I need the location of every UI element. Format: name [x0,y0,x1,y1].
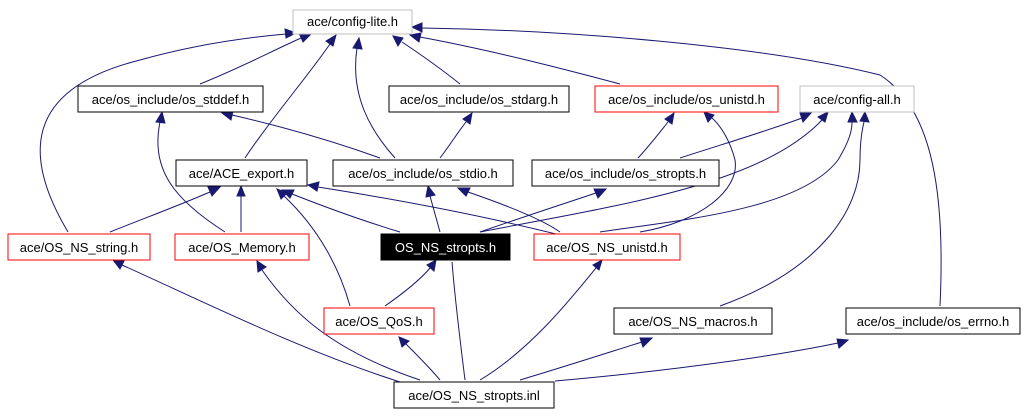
node-os-unistd-include[interactable]: ace/os_include/os_unistd.h [594,85,779,113]
edge-os-ns-stropts-inl-to-os-ns-string [121,264,401,383]
node-os-memory[interactable]: ace/OS_Memory.h [174,233,310,261]
node-label: ace/OS_Memory.h [188,240,295,255]
edge-os-ns-unistd-to-ace-export [317,186,561,236]
dependency-edges [39,22,942,383]
node-os-ns-stropts-inl[interactable]: ace/OS_NS_stropts.inl [393,381,555,409]
node-label: ace/os_include/os_errno.h [857,314,1010,329]
arrowhead [306,181,320,192]
arrowhead [284,28,298,39]
node-os-stropts-include[interactable]: ace/os_include/os_stropts.h [531,159,720,187]
node-label: OS_NS_stropts.h [395,240,496,255]
arrowhead [398,336,410,348]
node-os-stdio[interactable]: ace/os_include/os_stdio.h [332,159,514,187]
edge-os-qos-to-ace-export [283,195,351,307]
node-os-errno[interactable]: ace/os_include/os_errno.h [845,307,1021,335]
node-os-stddef[interactable]: ace/os_include/os_stddef.h [77,85,264,113]
arrowhead [425,184,436,198]
node-label: ace/os_include/os_stddef.h [92,92,250,107]
edge-os-stdio-to-os-stddef [231,114,381,159]
edge-os-unistd-inc-to-config-lite [419,36,621,85]
edge-os-errno-to-config-lite [421,27,942,307]
arrowhead [462,111,473,125]
edge-os-stdio-to-config-lite [355,47,396,159]
node-label: ace/OS_NS_string.h [20,240,139,255]
node-label: ace/OS_QoS.h [335,314,422,329]
node-label: ace/os_include/os_stdio.h [348,166,498,181]
arrowhead [859,110,870,123]
arrowhead [408,32,422,43]
edge-os-stddef-to-config-lite [199,37,302,85]
edge-ace-export-to-config-lite [244,43,331,159]
arrowhead [664,111,675,125]
edge-os-ns-stropts-inl-to-os-ns-macros [519,341,643,381]
edge-os-ns-stropts-inl-to-os-ns-unistd [479,267,597,381]
arrowhead [836,338,850,349]
node-os-stdarg[interactable]: ace/os_include/os_stdarg.h [388,85,570,113]
edge-os-ns-stropts-to-config-all [479,119,823,233]
node-label: ace/config-all.h [813,92,900,107]
edge-os-memory-to-os-stddef [157,121,226,233]
node-label: ace/os_include/os_unistd.h [608,92,765,107]
edge-os-ns-stropts-inl-to-os-ns-stropts [451,261,466,381]
edge-os-ns-unistd-to-os-stdio [467,191,561,233]
arrowhead [256,260,267,273]
arrowhead [847,110,858,123]
edge-os-ns-stropts-inl-to-os-qos [405,343,441,381]
edge-os-ns-string-to-ace-export [109,191,211,233]
arrowhead [593,188,608,199]
arrowhead [410,22,423,33]
arrowhead [456,187,471,197]
node-config-lite[interactable]: ace/config-lite.h [292,9,413,35]
node-label: ace/OS_NS_macros.h [628,314,757,329]
arrowhead [426,259,437,272]
edge-os-ns-stropts-to-ace-export [291,193,401,233]
edge-os-ns-stropts-to-os-stdio [429,195,441,233]
edge-os-ns-unistd-to-config-all [599,121,853,233]
arrowhead [392,35,404,48]
edge-os-ns-string-to-config-lite [39,33,287,233]
node-os-ns-unistd[interactable]: ace/OS_NS_unistd.h [533,233,681,261]
node-label: ace/config-lite.h [307,14,398,29]
arrowhead [639,337,654,348]
node-os-ns-string[interactable]: ace/OS_NS_string.h [7,233,151,261]
file-nodes: ace/config-lite.h ace/os_include/os_stdd… [7,9,1021,409]
node-ace-export[interactable]: ace/ACE_export.h [175,159,308,187]
edge-os-stropts-inc-to-config-all [679,117,803,159]
node-os-ns-stropts-current[interactable]: OS_NS_stropts.h [380,233,511,261]
node-label: ace/OS_NS_stropts.inl [408,388,540,403]
edge-os-ns-stropts-inl-to-os-memory [261,269,421,381]
node-label: ace/OS_NS_unistd.h [546,240,667,255]
edge-os-ns-macros-to-config-all [719,121,865,307]
arrowhead [703,111,715,123]
node-config-all[interactable]: ace/config-all.h [799,85,915,113]
node-label: ace/os_include/os_stdarg.h [400,92,558,107]
node-os-ns-macros[interactable]: ace/OS_NS_macros.h [613,307,773,335]
node-label: ace/os_include/os_stropts.h [545,166,706,181]
edge-os-stdio-to-os-stdarg [439,121,467,159]
arrowhead [207,186,222,197]
arrowhead [111,259,125,270]
arrowhead [325,33,337,47]
arrowhead [276,188,288,200]
edge-os-stropts-inc-to-os-unistd-inc [637,121,669,159]
arrowhead [799,112,813,123]
arrowhead [592,258,603,271]
arrowhead [352,36,363,50]
arrowhead [155,110,166,124]
edge-os-ns-stropts-inl-to-os-errno [554,342,839,382]
arrowhead [236,184,246,197]
edge-os-stdarg-to-config-lite [401,41,461,85]
edge-os-qos-to-os-ns-stropts [384,267,431,307]
node-label: ace/ACE_export.h [189,166,295,181]
node-os-qos[interactable]: ace/OS_QoS.h [323,307,435,335]
arrowhead [817,111,829,123]
edge-os-ns-stropts-to-os-stropts-inc [479,192,597,233]
